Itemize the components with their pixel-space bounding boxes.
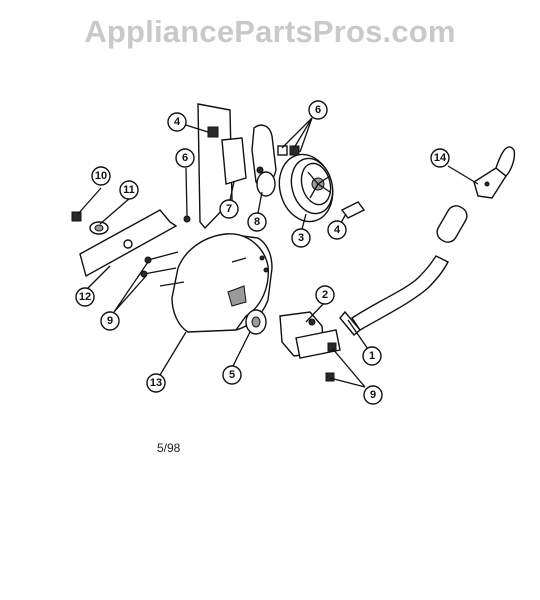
callout-4b: 4 [327, 220, 347, 240]
mounting-bracket [197, 103, 277, 230]
callout-1: 1 [362, 346, 382, 366]
blade-guard [171, 233, 273, 333]
callout-5: 5 [222, 365, 242, 385]
wheel-fasteners [183, 126, 366, 223]
callout-4a-label: 4 [174, 116, 181, 128]
callout-6b: 6 [175, 148, 195, 168]
washer-and-nut [71, 211, 109, 235]
callout-6b-label: 6 [182, 152, 188, 164]
callout-7: 7 [219, 199, 239, 219]
callout-5-label: 5 [229, 369, 235, 381]
callout-8-label: 8 [254, 216, 260, 228]
handle-assembly [339, 146, 516, 336]
callout-7-label: 7 [226, 203, 232, 215]
callout-9a: 9 [100, 311, 120, 331]
callout-1-label: 1 [369, 350, 375, 362]
callout-13: 13 [146, 373, 166, 393]
callout-8: 8 [247, 212, 267, 232]
callout-11: 11 [119, 180, 139, 200]
callout-3: 3 [291, 228, 311, 248]
callout-6a-label: 6 [315, 104, 321, 116]
callout-3-label: 3 [298, 232, 304, 244]
callout-4a: 4 [167, 112, 187, 132]
callout-9b: 9 [363, 385, 383, 405]
callout-2-label: 2 [322, 289, 328, 301]
watermark: AppliancePartsPros.com [84, 14, 456, 49]
callout-11-label: 11 [123, 184, 135, 196]
gearbox-assembly [245, 309, 341, 382]
blade [79, 209, 178, 278]
callout-12-label: 12 [79, 291, 91, 303]
callout-9b-label: 9 [370, 389, 376, 401]
callout-4b-label: 4 [334, 224, 341, 236]
callout-6a: 6 [308, 100, 328, 120]
callout-10: 10 [91, 166, 111, 186]
callout-14: 14 [430, 148, 450, 168]
callout-2: 2 [315, 285, 335, 305]
callout-13-label: 13 [150, 377, 162, 389]
callout-9a-label: 9 [107, 315, 113, 327]
callout-14-label: 14 [434, 152, 447, 164]
wheel [278, 153, 334, 223]
date-code: 5/98 [157, 441, 181, 455]
leader-lines [77, 117, 479, 388]
callout-12: 12 [75, 287, 95, 307]
guard-bolts [140, 251, 185, 287]
callout-10-label: 10 [95, 170, 107, 182]
